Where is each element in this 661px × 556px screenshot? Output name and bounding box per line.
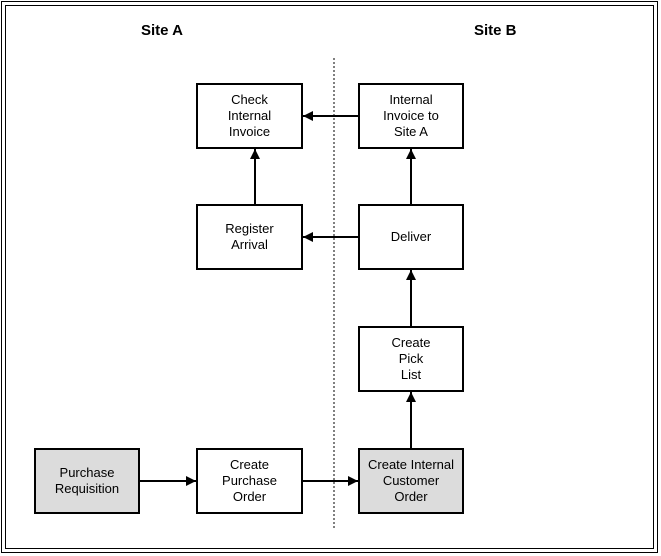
site-a-label: Site A: [141, 22, 183, 39]
deliver-box: Deliver: [358, 204, 464, 270]
register-arrival-box: Register Arrival: [196, 204, 303, 270]
create-purchase-order-label: Create Purchase Order: [222, 457, 277, 504]
create-internal-customer-order-label: Create Internal Customer Order: [368, 457, 454, 504]
purchase-requisition-box: Purchase Requisition: [34, 448, 140, 514]
internal-invoice-to-site-a-box: Internal Invoice to Site A: [358, 83, 464, 149]
register-arrival-label: Register Arrival: [225, 221, 274, 252]
create-pick-list-label: Create Pick List: [391, 335, 431, 382]
internal-invoice-to-site-a-label: Internal Invoice to Site A: [383, 92, 439, 139]
create-pick-list-box: Create Pick List: [358, 326, 464, 392]
create-purchase-order-box: Create Purchase Order: [196, 448, 303, 514]
check-internal-invoice-label: Check Internal Invoice: [227, 92, 272, 139]
inner-frame: [5, 5, 654, 549]
site-b-label: Site B: [474, 22, 517, 39]
check-internal-invoice-box: Check Internal Invoice: [196, 83, 303, 149]
purchase-requisition-label: Purchase Requisition: [54, 465, 120, 496]
deliver-label: Deliver: [390, 229, 432, 244]
create-internal-customer-order-box: Create Internal Customer Order: [358, 448, 464, 514]
